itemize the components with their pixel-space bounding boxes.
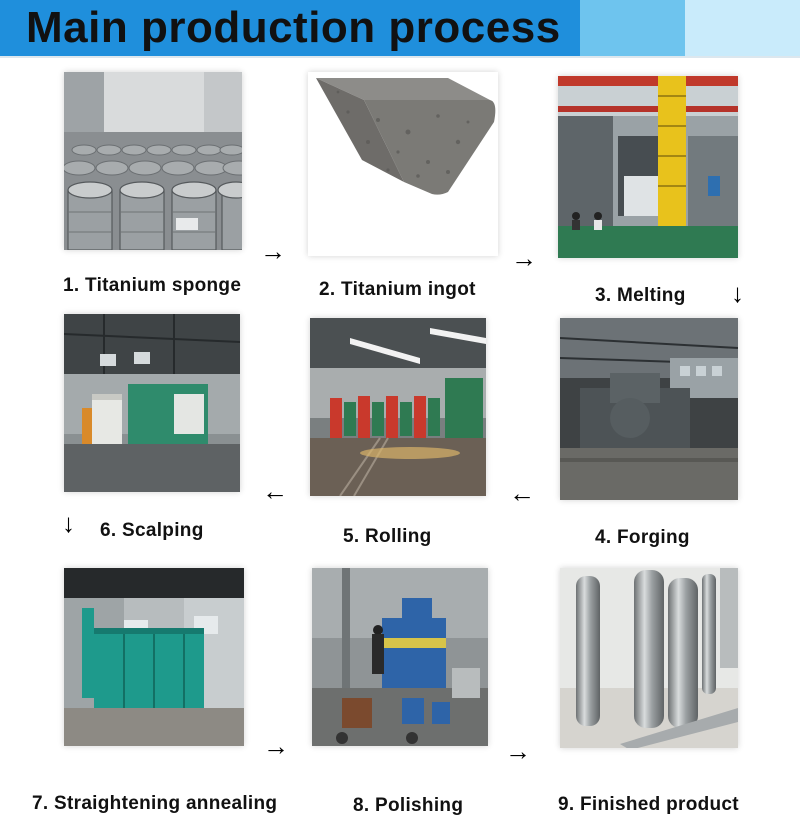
arrow-down-3-4: ↓ <box>731 278 744 308</box>
arrow-down-6-7: ↓ <box>62 508 75 538</box>
photo-melting <box>558 76 738 258</box>
photo-titanium-ingot <box>308 72 498 256</box>
step-label-7: 7. Straightening annealing <box>32 793 278 814</box>
banner-light-block <box>685 0 800 56</box>
step-label-3: 3. Melting <box>595 285 686 306</box>
page-title: Main production process <box>26 3 561 52</box>
photo-polishing <box>312 568 488 746</box>
step-label-2: 2. Titanium ingot <box>319 279 476 300</box>
photo-finished-product <box>560 568 738 748</box>
banner-dark-block <box>0 0 580 56</box>
step-label-5: 5. Rolling <box>343 526 432 547</box>
step-label-9: 9. Finished product <box>558 794 739 815</box>
photo-straightening-annealing <box>64 568 244 746</box>
photo-rolling <box>310 318 486 496</box>
arrow-right-7-8: → <box>263 731 289 761</box>
step-label-8: 8. Polishing <box>353 795 464 816</box>
arrow-left-4-5: ← <box>509 478 535 508</box>
arrow-left-5-6: ← <box>262 476 288 506</box>
arrow-right-8-9: → <box>505 736 531 766</box>
step-label-1: 1. Titanium sponge <box>63 275 242 296</box>
step-label-6: 6. Scalping <box>100 520 204 541</box>
step-label-4: 4. Forging <box>595 527 690 548</box>
header-banner: Main production process <box>0 0 800 58</box>
photo-scalping <box>64 314 240 492</box>
photo-titanium-sponge <box>64 72 242 250</box>
banner-mid-block <box>580 0 685 56</box>
arrow-right-1-2: → <box>260 236 286 266</box>
arrow-right-2-3: → <box>511 243 537 273</box>
banner-underline <box>0 56 800 58</box>
photo-forging <box>560 318 738 500</box>
